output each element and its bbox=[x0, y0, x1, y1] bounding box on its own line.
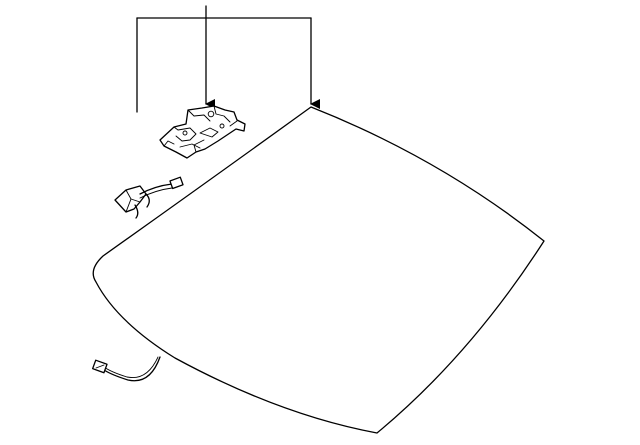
rain-sensor-assembly bbox=[114, 176, 184, 219]
windshield-glass-outline bbox=[92, 106, 545, 434]
mirror-bracket bbox=[159, 105, 246, 159]
wiring-harness-lead bbox=[92, 356, 161, 382]
callout-leaders bbox=[136, 5, 320, 113]
sensor-connector bbox=[169, 176, 184, 190]
